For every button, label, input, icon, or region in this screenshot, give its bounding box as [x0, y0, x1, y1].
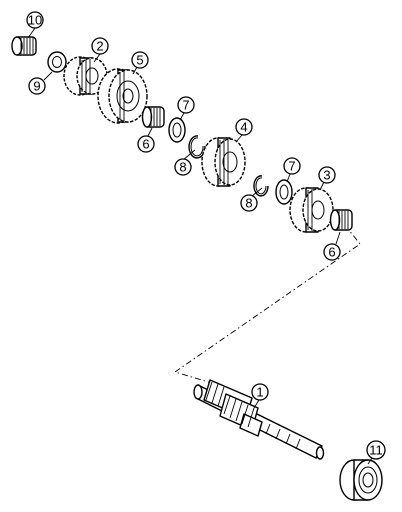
part-2-gear[interactable]	[63, 56, 108, 96]
callout-7-lower-label: 7	[288, 159, 295, 174]
callout-5-label: 5	[136, 53, 143, 68]
callout-10-label: 10	[28, 13, 42, 28]
callout-8-upper: 8	[174, 158, 192, 176]
callout-8-lower-label: 8	[245, 196, 252, 211]
part-6-needle-bearing-upper[interactable]	[141, 106, 165, 128]
callout-6-upper: 6	[137, 135, 155, 153]
callout-7-upper-label: 7	[182, 98, 189, 113]
callout-3: 3	[318, 166, 336, 184]
callout-leaders	[27, 27, 373, 465]
assembly-path-line	[173, 224, 361, 385]
callout-9: 9	[28, 77, 46, 95]
callout-10: 10	[26, 11, 44, 29]
part-7-washer-upper[interactable]	[168, 117, 186, 143]
callout-6-lower: 6	[323, 243, 341, 261]
callout-9-label: 9	[33, 79, 40, 94]
callout-3-label: 3	[323, 168, 330, 183]
callout-7-lower: 7	[283, 157, 301, 175]
callout-6-upper-label: 6	[142, 137, 149, 152]
callout-11-label: 11	[369, 443, 383, 458]
part-3-gear[interactable]	[289, 187, 334, 233]
callout-2: 2	[91, 37, 109, 55]
part-1-main-shaft[interactable]	[193, 379, 325, 460]
callout-1: 1	[251, 383, 269, 401]
callout-4: 4	[235, 118, 253, 136]
callout-8-upper-label: 8	[179, 160, 186, 175]
part-9-washer[interactable]	[47, 51, 67, 73]
part-10-needle-bearing[interactable]	[11, 36, 37, 56]
callout-7-upper: 7	[177, 96, 195, 114]
part-8-circlip-lower[interactable]	[253, 175, 269, 197]
part-5-gear[interactable]	[97, 68, 148, 124]
callout-1-label: 1	[256, 385, 263, 400]
callout-2-label: 2	[96, 39, 103, 54]
callout-5: 5	[131, 51, 149, 69]
part-4-gear[interactable]	[201, 137, 246, 187]
callout-4-label: 4	[240, 120, 247, 135]
callout-6-lower-label: 6	[328, 245, 335, 260]
callout-11: 11	[366, 440, 386, 460]
part-7-washer-lower[interactable]	[275, 179, 293, 205]
callout-8-lower: 8	[240, 194, 258, 212]
part-6-needle-bearing-lower[interactable]	[329, 209, 353, 231]
part-11-ball-bearing[interactable]	[339, 459, 383, 501]
